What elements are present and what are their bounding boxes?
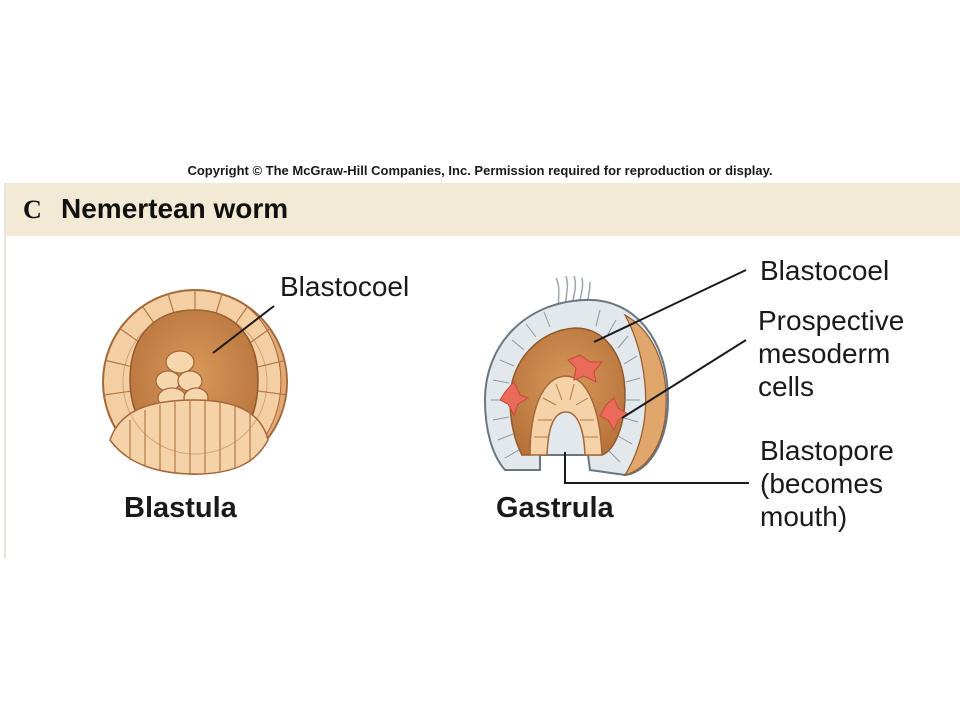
gastrula-mesoderm-leader [621,339,747,419]
mesoderm-cell [499,381,530,417]
blastula-blastocoel-label: Blastocoel [280,271,410,302]
panel-letter: C [23,195,42,224]
blastula-caption: Blastula [124,492,237,524]
gastrula-mesoderm-label: Prospective mesoderm cells [758,304,904,403]
gastrula-blastopore-label: Blastopore (becomes mouth) [760,434,894,533]
gastrula-blastocoel-label: Blastocoel [760,255,890,286]
panel-title: Nemertean worm [61,193,289,224]
panel-header [6,183,960,236]
blastula-blastocoel-leader [212,305,275,354]
gastrula-caption: Gastrula [496,492,614,524]
copyright-notice: Copyright © The McGraw-Hill Companies, I… [187,163,773,178]
blastopore-label-line3: mouth) [760,501,848,532]
mesoderm-label-line1: Prospective [758,305,905,336]
mesoderm-label-line3: cells [758,371,815,402]
blastopore-label-line1: Blastopore [760,435,894,466]
mesoderm-label-line2: mesoderm [758,338,891,369]
mesoderm-cell [599,397,629,432]
gastrula-embryo [483,275,670,477]
gastrula-blastocoel-leader [593,269,747,343]
blastula-embryo [102,289,288,475]
gastrula-endoderm [529,375,603,456]
blastopore-label-line2: (becomes [760,468,883,499]
mesoderm-cell [567,354,604,383]
gastrula-blastopore-leader [564,452,749,484]
